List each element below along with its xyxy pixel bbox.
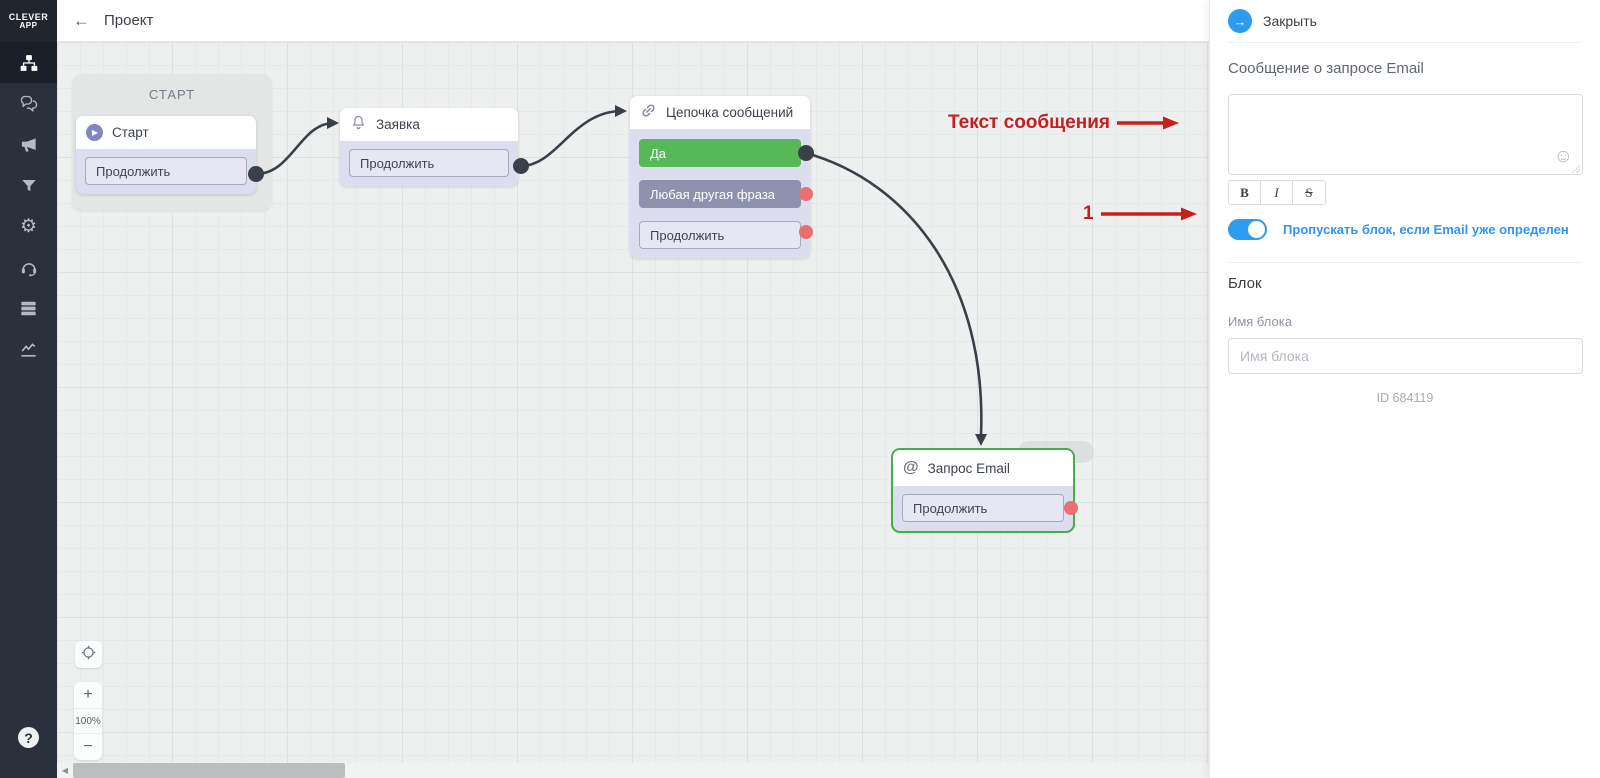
node-zayavka[interactable]: Заявка Продолжить <box>340 108 518 186</box>
node-title: Цепочка сообщений <box>666 105 794 120</box>
zoom-out-button[interactable]: − <box>83 738 93 755</box>
italic-button[interactable]: I <box>1261 181 1293 204</box>
database-icon <box>19 299 38 318</box>
node-button-yes[interactable]: Да <box>639 139 801 167</box>
play-icon: ▶ <box>86 124 103 141</box>
node-button-any-other-phrase[interactable]: Любая другая фраза <box>639 180 801 208</box>
node-start-header: ▶ Старт <box>76 116 256 149</box>
toggle-knob <box>1248 221 1265 238</box>
skip-block-toggle[interactable] <box>1228 219 1267 240</box>
at-icon: @ <box>903 459 919 476</box>
node-zayavka-body: Продолжить <box>340 141 518 186</box>
back-arrow-icon[interactable]: ← <box>73 10 90 30</box>
node-button-continue[interactable]: Продолжить <box>349 149 509 177</box>
start-group-label: СТАРТ <box>148 87 196 102</box>
node-email-request[interactable]: @ Запрос Email Продолжить <box>893 450 1073 531</box>
scrollbar-thumb[interactable] <box>73 763 345 778</box>
close-panel-button[interactable]: → <box>1228 9 1252 33</box>
message-section: Сообщение о запросе Email ☺ B I S Пропус… <box>1210 60 1600 240</box>
arrow-right-icon: → <box>1233 13 1247 29</box>
node-title: Запрос Email <box>927 460 1010 476</box>
zoom-controls: + 100% − <box>74 682 102 760</box>
node-zayavka-header: Заявка <box>340 108 518 141</box>
panel-header: → Закрыть <box>1228 0 1582 43</box>
logo-text-line1: CLEVER <box>8 11 49 22</box>
gear-icon: ⚙ <box>19 216 38 237</box>
flow-canvas[interactable]: СТАРТ ▶ Старт Продолжить Заявка Продолжи… <box>57 42 1209 778</box>
arrowhead-icon <box>327 117 339 129</box>
sidebar-item-broadcasts[interactable] <box>0 124 57 165</box>
horizontal-scrollbar[interactable]: ◀ <box>57 763 1209 778</box>
sidebar-item-filters[interactable] <box>0 165 57 206</box>
block-section: Блок Имя блока ID 684119 <box>1210 275 1600 405</box>
message-box: ☺ <box>1228 94 1583 175</box>
node-start[interactable]: ▶ Старт Продолжить <box>76 116 256 194</box>
logo-text-line2: APP <box>19 20 38 30</box>
zoom-in-button[interactable]: + <box>83 686 93 703</box>
close-label[interactable]: Закрыть <box>1263 13 1317 29</box>
center-view-button[interactable] <box>75 641 102 668</box>
headset-icon <box>19 258 39 278</box>
arrowhead-icon <box>615 105 627 117</box>
node-title: Старт <box>112 125 149 140</box>
scroll-left-arrow-icon[interactable]: ◀ <box>61 766 69 775</box>
megaphone-icon <box>19 135 39 155</box>
block-name-input[interactable] <box>1228 338 1583 374</box>
sidebar-item-flows[interactable] <box>0 42 57 83</box>
sidebar-item-stats[interactable] <box>0 329 57 370</box>
filter-icon <box>20 177 38 195</box>
bell-icon <box>350 114 367 136</box>
sidebar-item-chats[interactable] <box>0 83 57 124</box>
node-chain-header: Цепочка сообщений <box>630 96 810 129</box>
chart-icon <box>19 340 38 359</box>
sidebar-footer: ? <box>0 727 57 778</box>
resize-handle[interactable] <box>1571 164 1580 173</box>
block-id: ID 684119 <box>1376 391 1434 405</box>
topbar: ← Проект <box>57 0 1209 42</box>
strikethrough-button[interactable]: S <box>1293 181 1325 204</box>
zoom-level: 100% <box>74 708 102 734</box>
bold-button[interactable]: B <box>1229 181 1261 204</box>
skip-block-toggle-row: Пропускать блок, если Email уже определе… <box>1228 219 1582 240</box>
node-email-body: Продолжить <box>893 486 1073 531</box>
arrowhead-icon <box>975 434 987 446</box>
chat-icon <box>19 94 39 114</box>
crosshair-icon <box>80 644 97 666</box>
node-email-header: @ Запрос Email <box>893 450 1073 486</box>
sidebar-item-database[interactable] <box>0 288 57 329</box>
link-icon <box>640 102 657 124</box>
skip-block-toggle-label[interactable]: Пропускать блок, если Email уже определе… <box>1283 221 1569 237</box>
edge-zayavka-to-chain[interactable] <box>520 109 623 168</box>
message-textarea[interactable] <box>1228 94 1583 175</box>
sidebar: CLEVER APP ⚙ <box>0 0 57 778</box>
sidebar-nav: ⚙ <box>0 42 57 370</box>
node-button-continue[interactable]: Продолжить <box>85 157 247 185</box>
node-button-continue[interactable]: Продолжить <box>639 221 801 249</box>
message-label: Сообщение о запросе Email <box>1228 60 1424 77</box>
emoji-picker-icon[interactable]: ☺ <box>1553 146 1573 167</box>
divider <box>1228 262 1582 263</box>
block-heading: Блок <box>1228 275 1262 292</box>
block-settings-panel: → Закрыть Сообщение о запросе Email ☺ B … <box>1209 0 1600 778</box>
node-button-continue[interactable]: Продолжить <box>902 494 1064 522</box>
help-icon[interactable]: ? <box>18 727 39 748</box>
sitemap-icon <box>19 53 39 73</box>
block-name-label: Имя блока <box>1228 314 1292 329</box>
text-format-toolbar: B I S <box>1228 180 1326 205</box>
node-message-chain[interactable]: Цепочка сообщений Да Любая другая фраза … <box>630 96 810 258</box>
node-title: Заявка <box>376 117 420 132</box>
clever-app-logo[interactable]: CLEVER APP <box>0 0 57 42</box>
page-title: Проект <box>104 12 154 29</box>
edge-yes-to-email[interactable] <box>805 151 983 436</box>
node-start-body: Продолжить <box>76 149 256 194</box>
node-chain-body: Да Любая другая фраза Продолжить <box>630 129 810 258</box>
sidebar-item-settings[interactable]: ⚙ <box>0 206 57 247</box>
sidebar-item-support[interactable] <box>0 247 57 288</box>
